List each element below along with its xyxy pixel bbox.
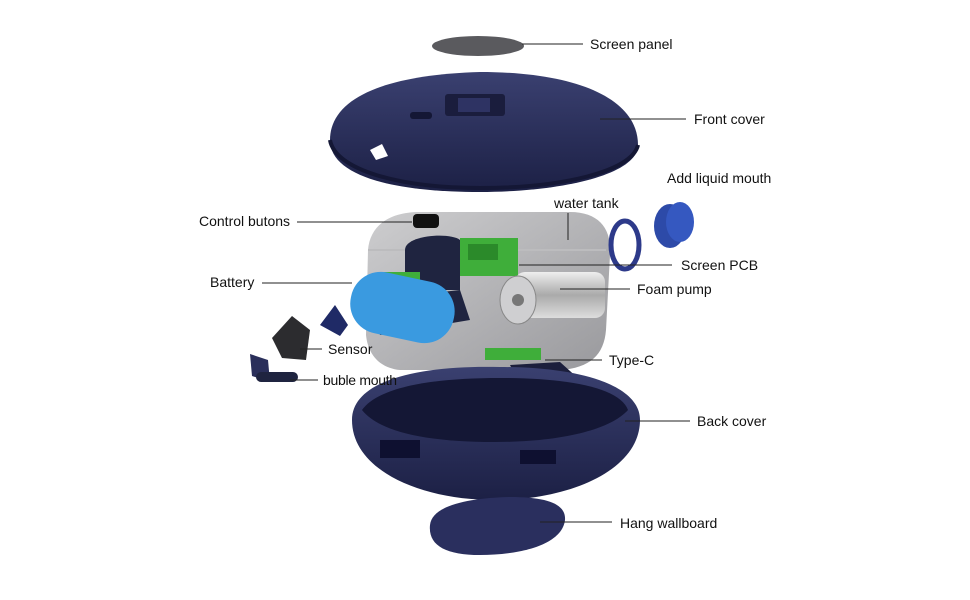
label-back-cover: Back cover [697,413,767,429]
label-screen-pcb: Screen PCB [681,257,759,273]
label-battery: Battery [210,274,255,290]
label-type-c: Type-C [609,352,655,368]
label-bubble-mouth: buble mouth [323,372,397,388]
sensor-blue [320,305,348,336]
screen-panel [432,36,524,56]
label-add-liquid-mouth: Add liquid mouth [667,170,772,186]
foam-pump [499,272,605,325]
leader-lines [262,43,690,523]
hang-wallboard [429,497,566,555]
liquid-cap [654,202,694,248]
type-c-board [485,348,541,360]
label-hang-wallboard: Hang wallboard [620,515,718,531]
battery [350,271,455,344]
label-foam-pump: Foam pump [637,281,712,297]
front-cover [328,72,640,192]
label-front-cover: Front cover [694,111,765,127]
label-screen-panel: Screen panel [590,36,673,52]
label-water-tank: water tank [554,195,619,211]
liquid-ring [608,218,642,272]
label-sensor: Sensor [328,341,373,357]
control-buttons [413,214,439,228]
bubble-mouth [250,354,298,382]
back-cover [352,366,640,500]
label-control-buttons: Control butons [199,213,291,229]
sensor-dark [272,316,310,360]
